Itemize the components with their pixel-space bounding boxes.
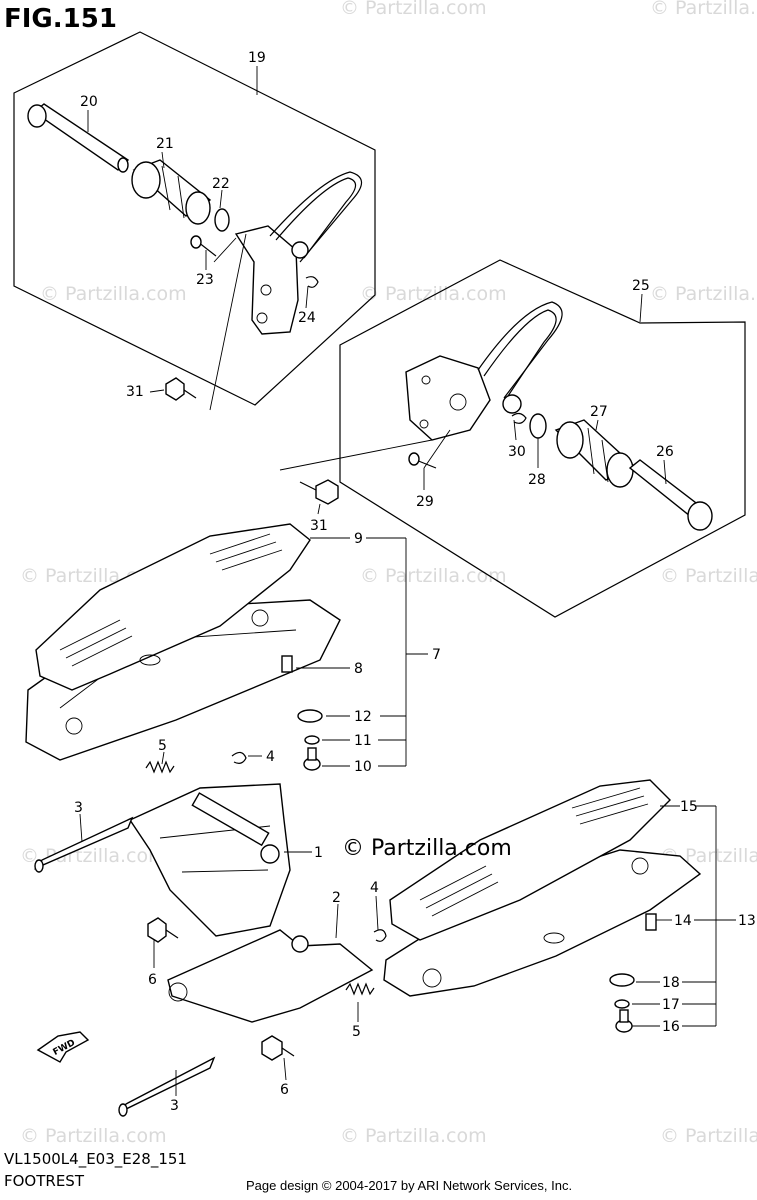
callout-24: 24	[298, 310, 316, 326]
callout-2: 2	[332, 890, 341, 906]
watermark-text: © Partzilla.com	[40, 283, 187, 305]
bolt	[615, 1009, 633, 1033]
snap-pin	[511, 412, 527, 424]
bolt	[261, 1035, 295, 1061]
spring	[145, 760, 175, 774]
washer	[297, 709, 323, 723]
watermark-text: © Partzilla.com	[360, 565, 507, 587]
watermark-text: © Partzilla.com	[340, 0, 487, 19]
watermark-text: © Partzilla.com	[660, 565, 757, 587]
model-code: VL1500L4_E03_E28_151	[4, 1150, 187, 1168]
footrest-assembly-rear-left	[13, 31, 376, 411]
peg-shaft	[27, 103, 130, 173]
callout-18: 18	[662, 975, 680, 991]
callout-19: 19	[248, 50, 266, 66]
bolt	[303, 747, 321, 771]
snap-pin	[231, 751, 247, 764]
bolt	[645, 913, 657, 931]
callout-21: 21	[156, 136, 174, 152]
callout-9: 9	[354, 531, 363, 547]
pivot-shaft	[33, 816, 134, 873]
watermark-text: © Partzilla.com	[660, 1125, 757, 1147]
callout-15: 15	[680, 799, 698, 815]
callout-6: 6	[148, 972, 157, 988]
watermark-text: © Partzilla.com	[20, 845, 167, 867]
bolt	[147, 917, 179, 943]
callout-4: 4	[370, 880, 379, 896]
callout-17: 17	[662, 997, 680, 1013]
callout-8: 8	[354, 661, 363, 677]
floorboard-lower	[383, 779, 702, 997]
watermark-text: © Partzilla.com	[20, 1125, 167, 1147]
lock-washer	[614, 999, 630, 1009]
callout-labels: 19 20 21 22 23 24 31 25 27 26 30 28 29 3…	[74, 50, 756, 1114]
watermark-text: © Partzilla.com	[360, 283, 507, 305]
snap-pin	[373, 929, 387, 942]
callout-16: 16	[662, 1019, 680, 1035]
callout-7: 7	[432, 647, 441, 663]
callout-25: 25	[632, 278, 650, 294]
bolt	[299, 479, 339, 505]
floorboard-upper	[25, 523, 341, 761]
washer	[529, 413, 547, 439]
callout-5: 5	[352, 1024, 361, 1040]
callout-10: 10	[354, 759, 372, 775]
figure-title: FIG.151	[4, 4, 117, 34]
watermark-text: © Partzilla.com	[340, 1125, 487, 1147]
spring	[345, 982, 375, 996]
callout-23: 23	[196, 272, 214, 288]
callout-1: 1	[314, 845, 323, 861]
peg-rubber	[131, 159, 212, 225]
callout-5: 5	[158, 738, 167, 754]
bolt	[165, 377, 197, 401]
page-credit: Page design © 2004-2017 by ARI Network S…	[246, 1178, 573, 1193]
callout-20: 20	[80, 94, 98, 110]
washer	[609, 973, 635, 987]
callout-31: 31	[310, 518, 328, 534]
callout-4: 4	[266, 749, 275, 765]
watermark-text: © Partzilla.com	[650, 283, 757, 305]
footrest-bracket-main	[128, 783, 291, 937]
clevis-pin	[190, 235, 217, 257]
callout-28: 28	[528, 472, 546, 488]
fwd-arrow-icon: FWD	[36, 1031, 90, 1063]
footrest-arm	[167, 929, 374, 1023]
lock-washer	[304, 735, 320, 745]
footrest-bracket	[405, 301, 563, 441]
clevis-pin	[408, 452, 437, 469]
peg-shaft	[628, 459, 713, 531]
callout-3: 3	[170, 1098, 179, 1114]
watermark-text: © Partzilla.com	[650, 0, 757, 19]
footrest-assembly-rear-right	[279, 259, 746, 618]
callout-14: 14	[674, 913, 692, 929]
callout-26: 26	[656, 444, 674, 460]
footrest-bracket	[234, 171, 363, 335]
washer	[214, 208, 230, 232]
callout-6: 6	[280, 1082, 289, 1098]
callout-27: 27	[590, 404, 608, 420]
leader-lines	[79, 66, 736, 1096]
callout-31: 31	[126, 384, 144, 400]
section-name: FOOTREST	[4, 1172, 84, 1190]
callout-22: 22	[212, 176, 230, 192]
peg-rubber	[554, 419, 636, 488]
callout-29: 29	[416, 494, 434, 510]
callout-30: 30	[508, 444, 526, 460]
callout-11: 11	[354, 733, 372, 749]
brand-watermark: © Partzilla.com	[342, 836, 512, 861]
bolt	[281, 655, 293, 673]
snap-pin	[305, 276, 319, 288]
watermark-layer: © Partzilla.com © Partzilla.com © Partzi…	[20, 0, 757, 1147]
callout-12: 12	[354, 709, 372, 725]
pivot-shaft	[118, 1056, 216, 1117]
callout-13: 13	[738, 913, 756, 929]
callout-3: 3	[74, 800, 83, 816]
